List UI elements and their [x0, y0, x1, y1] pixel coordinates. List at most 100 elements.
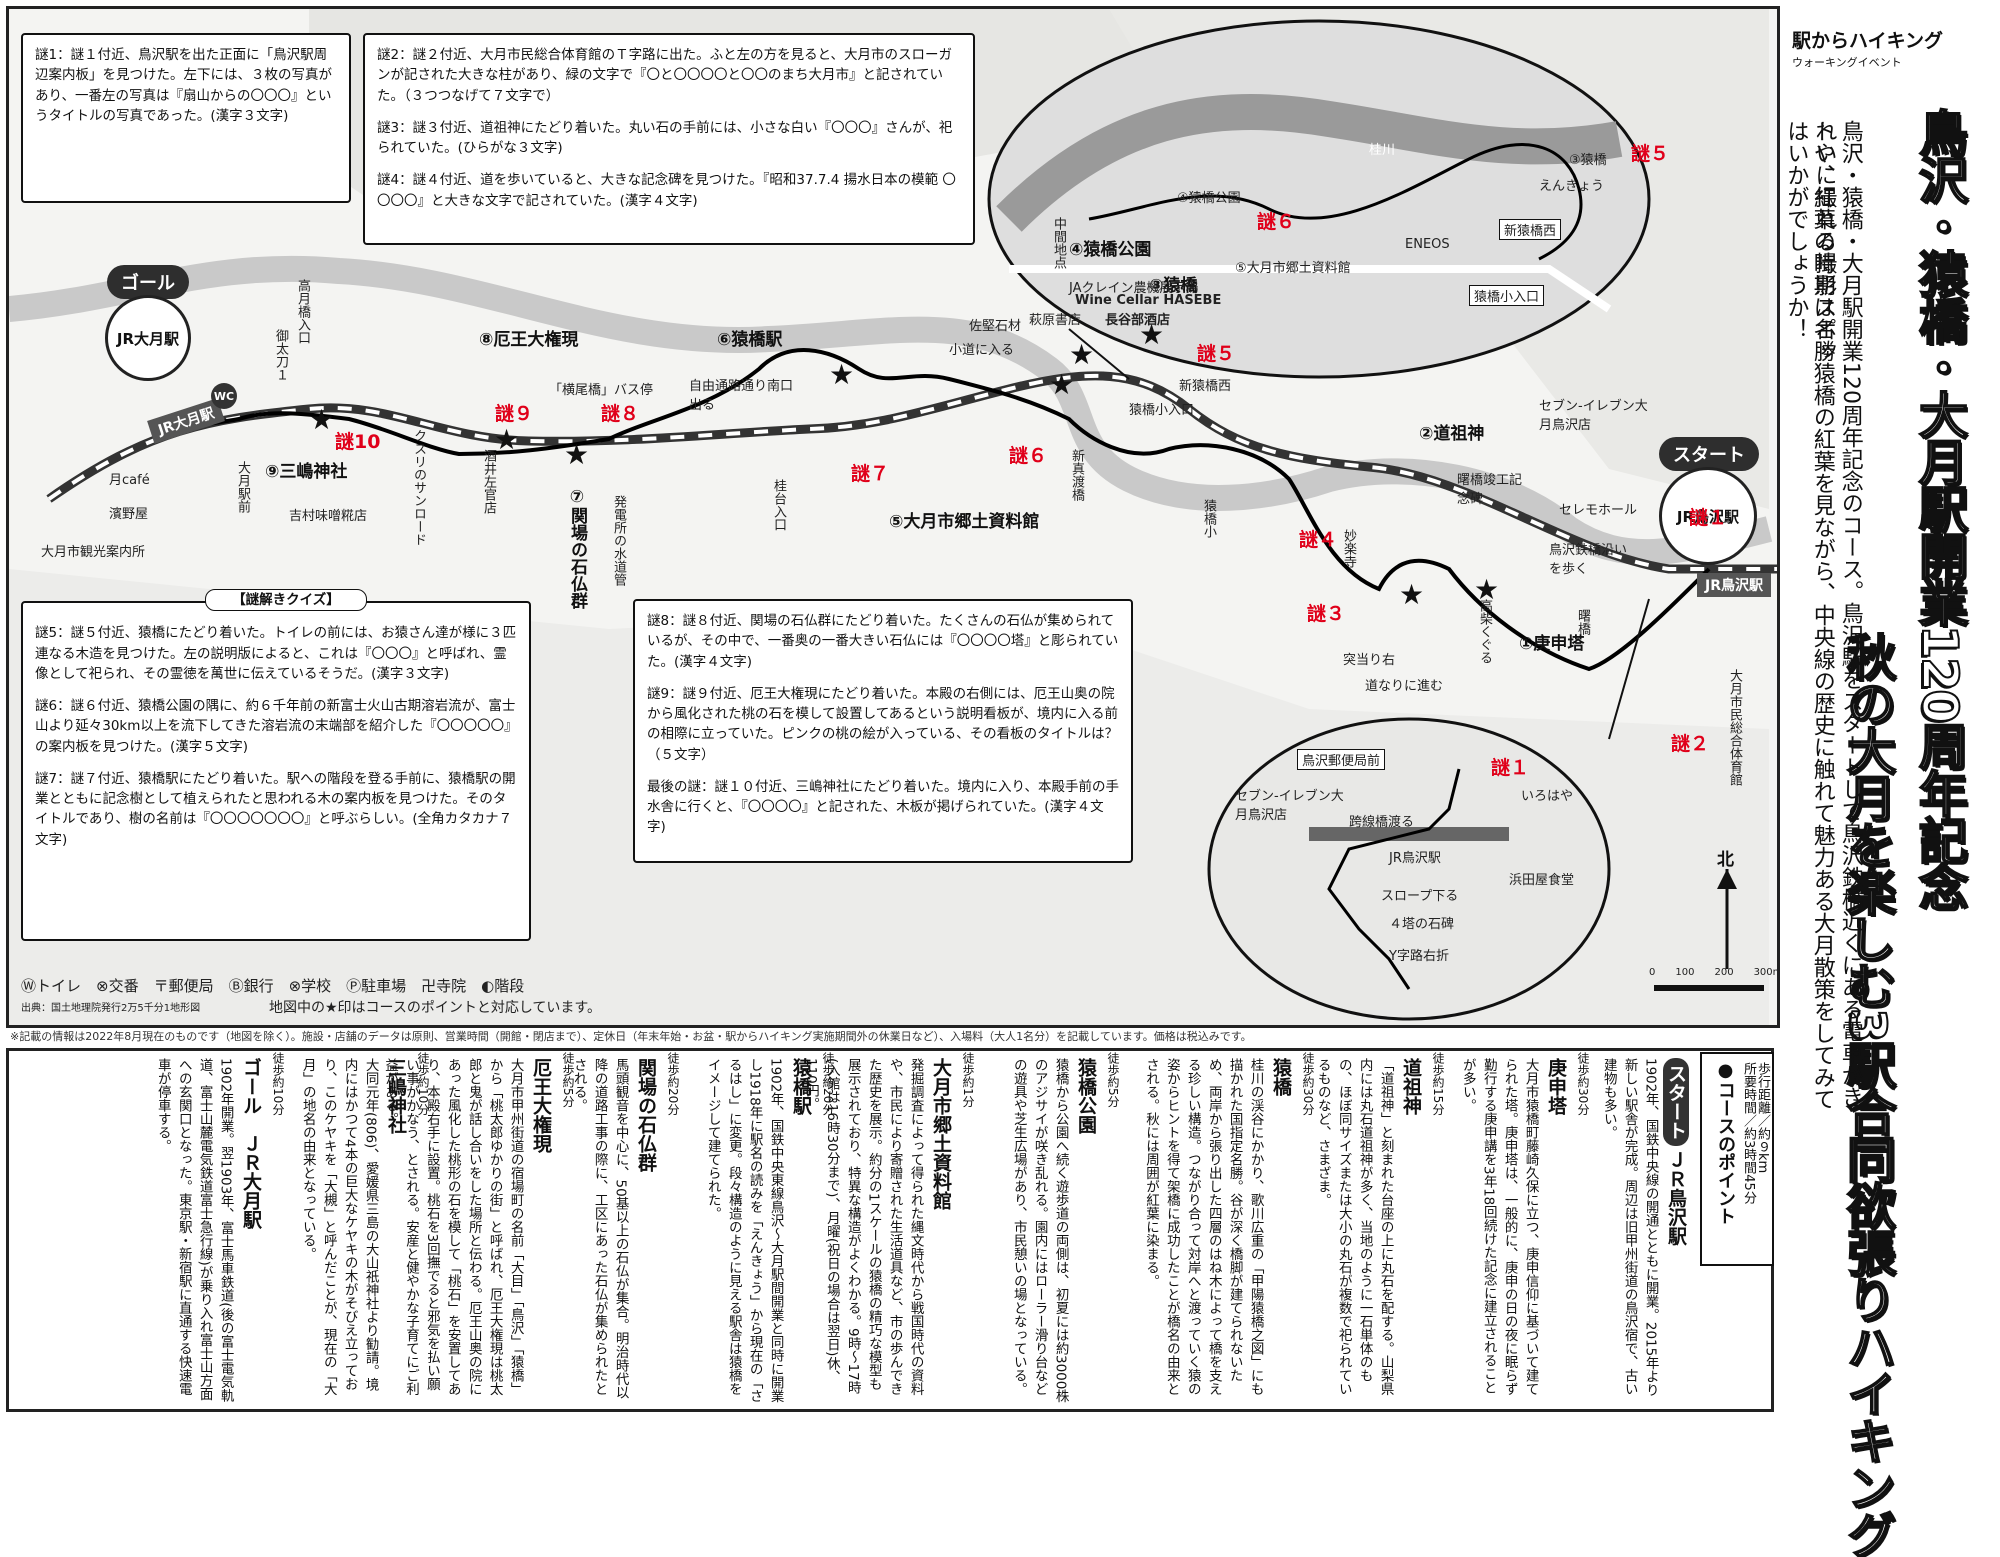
course-header-box: ●コースのポイント 所要時間／約3時間45分 歩行距離／約９km	[1700, 1052, 1774, 1266]
inset2-seven: セブン-イレブン大月鳥沢店	[1235, 789, 1344, 823]
north-label: 北	[1717, 850, 1734, 870]
label-sakai: 酒井左官店	[481, 449, 496, 514]
scale-300: 300m	[1753, 967, 1780, 978]
course-item-4-text: 猿橋から公園へ続く遊歩道の両側は、初夏には約3000株のアジサイが咲き乱れる。園…	[1010, 1058, 1069, 1403]
nazo-7-label: 謎７	[851, 463, 890, 485]
label-shinma: 新真渡橋	[1069, 449, 1084, 501]
course-start: スタート ＪＲ鳥沢駅 1902年、国鉄中央線の開通とともに開業。2015年より新…	[1600, 1058, 1690, 1403]
intro-text-1: 鳥沢・猿橋・大月駅開業120周年記念のコース。鳥沢駅をスタートして鳥沢鉄橋近くに…	[1811, 120, 1863, 1108]
inset2-post: 鳥沢郵便局前	[1297, 749, 1386, 770]
chuo-line-railway-ties	[47, 373, 1777, 571]
course-goal: ゴール ＪＲ大月駅 1902年開業。翌1903年、富士馬車鉄道(後の富士電気軌道…	[140, 1058, 265, 1403]
course-item-9-name: 三嶋神社	[385, 1058, 407, 1134]
scale-200: 200	[1714, 967, 1734, 978]
goal-circle: JR大月駅	[105, 295, 191, 381]
course-item-8-name: 厄王大権現	[530, 1058, 552, 1153]
label-katsuraguchi: 桂台入口	[771, 479, 786, 531]
inset1-hagiwara: 萩原書店	[1029, 313, 1082, 328]
brand-sub: ウォーキングイベント	[1792, 56, 1902, 69]
inset1-shiryokan: ⑤大月市郷土資料館	[1235, 261, 1351, 276]
inset-map-sarubashi	[987, 19, 1651, 379]
nazo-2-label: 謎２	[1671, 733, 1710, 755]
inset1-ja: JAクレイン農機展示場	[1069, 281, 1199, 296]
inset1-enkyo: えんきょう	[1539, 179, 1605, 194]
inset1-nazo6: 謎６	[1257, 211, 1296, 233]
quiz-header: 【謎解きクイズ】	[205, 589, 367, 612]
label-yoshimura: 吉村味噌糀店	[289, 509, 368, 524]
course-item-5: 大月市郷土資料館 発掘調査によって得られた縄文時代から戦国時代の資料や、市民によ…	[803, 1058, 955, 1403]
north-arrow-head	[1717, 869, 1737, 889]
inset2-station: JR鳥沢駅	[1389, 851, 1441, 866]
inset2-yjunction: Y字路右折	[1389, 949, 1449, 964]
main-title: 鳥沢・猿橋・大月駅開業120周年記念	[1910, 107, 1969, 910]
start-station-label: JR鳥沢駅	[1676, 507, 1740, 526]
label-yokobashi: 「横尾橋」バス停	[549, 383, 654, 398]
walk-0: 徒歩約30分	[1576, 1052, 1590, 1116]
inset1-eneos: ENEOS	[1405, 237, 1450, 252]
inset1-nazo5: 謎５	[1631, 143, 1670, 165]
inset-road	[1009, 265, 1612, 313]
course-item-7-name: 関場の石仏群	[635, 1058, 657, 1172]
star-p1: ★	[1474, 573, 1499, 606]
inset-route-2	[1327, 768, 1461, 990]
inset1-hasebe: 長谷部酒店	[1105, 313, 1171, 328]
inset-route	[1088, 143, 1583, 261]
star-p8: ★	[494, 423, 519, 456]
quiz-2: 謎2：謎２付近、大月市民総合体育館のＴ字路に出た。ふと左の方を見ると、大月市のス…	[377, 47, 953, 104]
walk-9: 徒歩約10分	[271, 1052, 285, 1116]
nazo-3-label: 謎３	[1307, 603, 1346, 625]
walk-6: 徒歩約20分	[666, 1052, 680, 1116]
course-goal-text: 1902年開業。翌1903年、富士馬車鉄道(後の富士電気軌道、富士山麓電気鉄道富…	[154, 1058, 234, 1402]
inset-connector	[1068, 328, 1130, 380]
label-jiyu: 自由通路通り南口出る	[689, 379, 794, 413]
walk-4: 徒歩約1分	[961, 1052, 975, 1108]
map-legend: Ⓦトイレ ⊗交番 〒郵便局 Ⓑ銀行 ⊗学校 Ⓟ駐車場 卍寺院 ◐階段	[21, 977, 525, 995]
point-label-6: ⑥猿橋駅	[717, 330, 783, 350]
label-akebono: 曙橋	[1575, 609, 1590, 635]
label-tsukiatari: 突当り右	[1343, 653, 1396, 668]
course-item-2: 道祖神 「道祖神」と刻まれた台座の上に丸石を配する。山梨県内には丸石道祖神が多く…	[1315, 1058, 1425, 1403]
quiz-5: 謎5：謎５付近、猿橋にたどり着いた。トイレの前には、お猿さん達が様に３匹連なる木…	[35, 625, 517, 682]
course-item-4: 猿橋公園 猿橋から公園へ続く遊歩道の両側は、初夏には約3000株のアジサイが咲き…	[980, 1058, 1100, 1403]
point-label-7: ⑦関場の石仏群	[567, 487, 587, 609]
inset1-sarubashi: ③猿橋	[1569, 153, 1607, 168]
nazo-6-label: 謎６	[1009, 445, 1048, 467]
sub-title: 秋の大月を楽しむ3駅合同欲張りハイキング	[1838, 631, 1897, 1557]
quiz-box-8-10: 謎8：謎８付近、関場の石仏群にたどり着いた。たくさんの石仏が集められているが、そ…	[633, 599, 1133, 863]
star-p9: ★	[309, 403, 334, 436]
map-source: 出典：国土地理院発行2万5千分1地形図	[21, 1003, 201, 1014]
label-nakama: 中間地点	[1051, 217, 1066, 269]
inset2-hamada: 浜田屋食堂	[1509, 873, 1575, 888]
course-item-3-name: 猿橋	[1270, 1058, 1292, 1096]
walk-3: 徒歩約5分	[1106, 1052, 1120, 1108]
route-map: ★ ★ ★ ★ ★ ★ ★ ★ ★ 謎1：謎１付近、鳥沢駅を出た正面に「鳥沢駅周…	[6, 6, 1780, 1028]
inset1-sarubashi-kouen: ④猿橋公園	[1177, 191, 1241, 206]
nazo-8-label: 謎８	[601, 403, 640, 425]
torisawa-station-box: JR鳥沢駅	[1697, 573, 1771, 597]
course-item-6-text: 1902年、国鉄中央東線鳥沢～大月駅間開業と同時に開業し1918年に駅名の読みを…	[704, 1058, 784, 1403]
course-item-6: 猿橋駅 1902年、国鉄中央東線鳥沢～大月駅間開業と同時に開業し1918年に駅名…	[690, 1058, 815, 1403]
course-item-7-text: 馬頭観音を中心に、50基以上の石仏が集合。明治時代以降の道路工事の際に、工区にあ…	[570, 1058, 629, 1400]
nazo-10-label: 謎10	[335, 431, 381, 453]
inset2-iroha: いろはや	[1521, 789, 1574, 804]
label-otachi: 御太刀１	[273, 329, 288, 381]
course-item-4-name: 猿橋公園	[1075, 1058, 1097, 1134]
course-item-5-text: 発掘調査によって得られた縄文時代から戦国時代の資料や、市民により寄贈された生活道…	[802, 1058, 924, 1396]
point-label-3: ③猿橋	[1149, 276, 1198, 296]
quiz-10: 最後の謎：謎１０付近、三嶋神社にたどり着いた。境内に入り、本殿手前の手水舎に行く…	[647, 778, 1119, 836]
course-goal-name: ゴール ＪＲ大月駅	[240, 1058, 262, 1229]
star-note: 地図中の★印はコースのポイントと対応しています。	[269, 1000, 602, 1016]
nazo-9-label: 謎９	[495, 403, 534, 425]
course-item-8-text: 大月市甲州街道の宿場町の名前「大目」「鳥沢」「猿橋」から「桃太郎ゆかりの街」と呼…	[382, 1058, 524, 1396]
inset1-kobashi: 猿橋小入口	[1469, 285, 1545, 306]
walk-8: 徒歩約10分	[416, 1052, 430, 1116]
label-dounari: 道なりに進む	[1365, 679, 1444, 694]
quiz-box-2-4: 謎2：謎２付近、大月市民総合体育館のＴ字路に出た。ふと左の方を見ると、大月市のス…	[363, 33, 975, 245]
walk-1: 徒歩約15分	[1431, 1052, 1445, 1116]
label-otsukieki: 大月駅前	[235, 461, 250, 513]
course-point-stars: ★ ★ ★ ★ ★ ★ ★ ★ ★	[309, 318, 1499, 611]
label-seremo: セレモホール	[1559, 503, 1638, 518]
course-item-6-name: 猿橋駅	[790, 1058, 812, 1115]
course-item-1: 庚申塔 大月市猿橋町藤崎久保に立つ、庚申信仰に基づいて建てられた塔。庚申塔は、一…	[1450, 1058, 1570, 1403]
inset1-shinsaru: 新猿橋西	[1499, 219, 1562, 240]
